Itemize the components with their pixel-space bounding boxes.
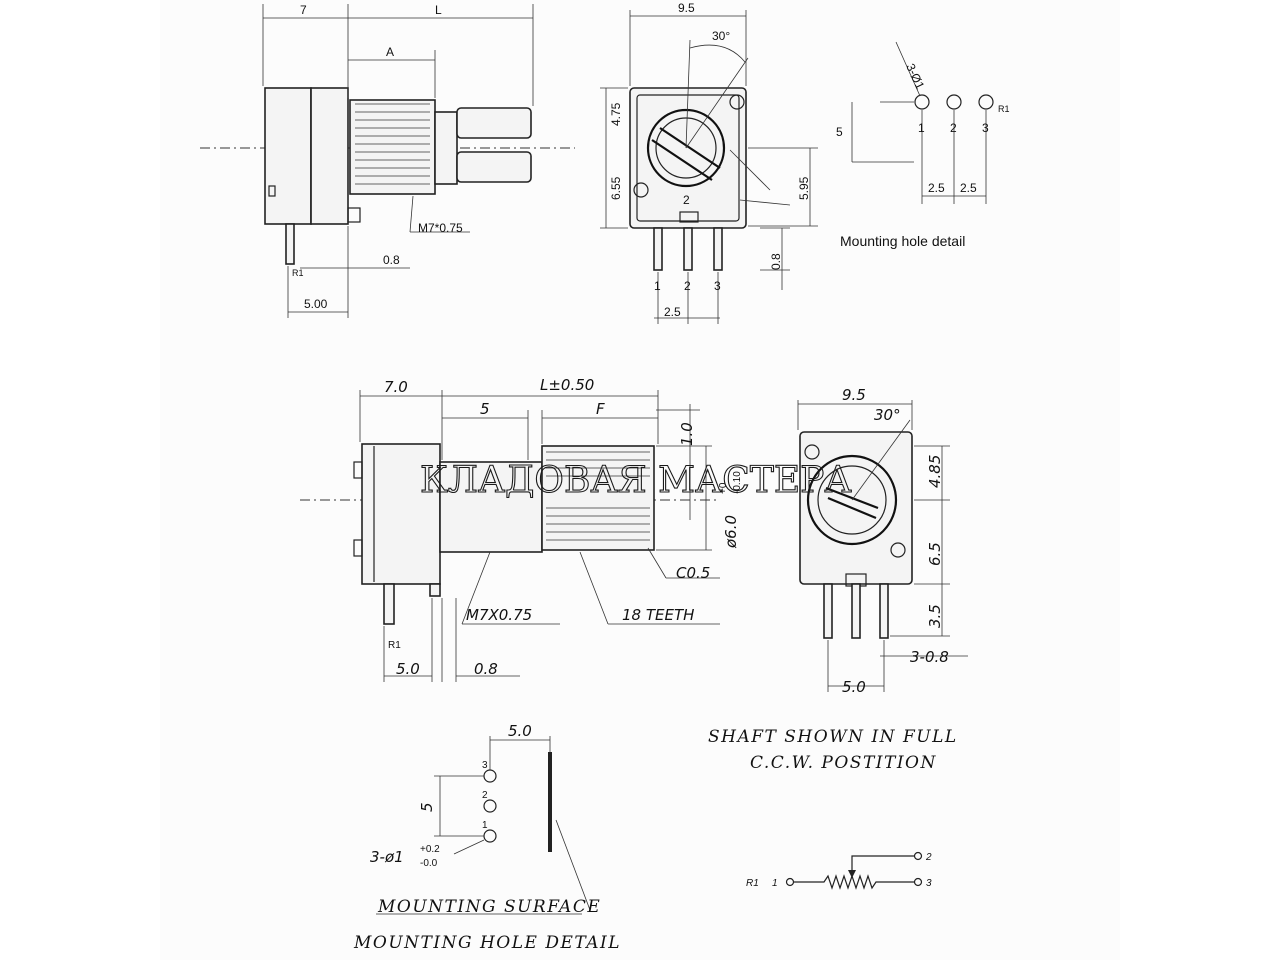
dim-08-label-2: 0.8 bbox=[769, 253, 783, 270]
dim-500-label: 5.00 bbox=[304, 297, 328, 311]
schematic-pin2: 2 bbox=[925, 852, 932, 863]
thread-label: M7*0.75 bbox=[418, 221, 463, 235]
dim-595-label: 5.95 bbox=[797, 176, 811, 200]
holes-tol-hi: +0.2 bbox=[420, 844, 440, 855]
top-side-view: 7 L A M7*0.75 R1 0.8 5.00 bbox=[200, 3, 575, 318]
pin-r1-label: R1 bbox=[292, 268, 304, 278]
bottom-mounting-hole-detail: 5.0 5 3 2 1 3-ø1 +0.2 -0.0 MOUNTING SURF… bbox=[353, 722, 621, 953]
hole-3-label-2: 3 bbox=[482, 760, 488, 771]
top-front-view: 9.5 30° 4.75 6.55 5.95 0.8 2 1 2 3 2.5 bbox=[600, 1, 818, 324]
dim-A-label: A bbox=[386, 45, 394, 59]
pin-2-top-label: 2 bbox=[683, 193, 690, 207]
dim-475-label: 4.75 bbox=[609, 102, 623, 126]
dia-tol-hi: +0 bbox=[718, 482, 729, 494]
schematic-r1: R1 bbox=[746, 878, 759, 889]
top-mounting-hole-detail: 3-Ø1 5 R1 1 2 3 2.5 2.5 Mounting hole de… bbox=[836, 41, 1010, 249]
dim-655-label: 6.55 bbox=[609, 176, 623, 200]
thread-label-2: M7X0.75 bbox=[466, 606, 532, 624]
note-shaft: SHAFT SHOWN IN FULL bbox=[708, 727, 958, 747]
dim-L-label: L bbox=[435, 3, 442, 17]
hole-1-label: 1 bbox=[918, 121, 925, 135]
dim-5-label-2: 5 bbox=[480, 400, 490, 418]
r1-label-2: R1 bbox=[388, 640, 401, 651]
holes-label-2: 3-ø1 bbox=[370, 848, 404, 866]
mounting-hole-caption: MOUNTING HOLE DETAIL bbox=[353, 933, 621, 953]
schematic-pin3: 3 bbox=[926, 878, 932, 889]
pin-3-label: 3 bbox=[714, 279, 721, 293]
mounting-surface-label: MOUNTING SURFACE bbox=[377, 897, 601, 917]
dim-7-label: 7 bbox=[300, 3, 307, 17]
pin-2-label: 2 bbox=[684, 279, 691, 293]
middle-front-view: 9.5 30° 4.85 6.5 3.5 3-0.8 5.0 bbox=[797, 386, 968, 696]
hole-2-label-2: 2 bbox=[482, 790, 488, 801]
dim-10-label: 1.0 bbox=[678, 422, 696, 446]
holes-tol-lo: -0.0 bbox=[420, 858, 438, 869]
teeth-label: 18 TEETH bbox=[622, 606, 694, 624]
dim-08-label: 0.8 bbox=[383, 253, 400, 267]
dim-L-label-2: L±0.50 bbox=[540, 376, 594, 394]
angle-30-label: 30° bbox=[712, 29, 730, 43]
hole-2-label: 2 bbox=[950, 121, 957, 135]
dim-25b-label: 2.5 bbox=[960, 181, 977, 195]
watermark: КЛАДОВАЯ МАСТЕРА bbox=[420, 460, 852, 501]
middle-side-view: 7.0 L±0.50 5 F 1.0 ø6.0 +0 -0.10 C0.5 M7… bbox=[300, 376, 743, 682]
note-ccw: C.C.W. POSTITION bbox=[750, 753, 937, 773]
dim-65-label: 6.5 bbox=[926, 542, 944, 566]
dim-5-label: 5 bbox=[836, 125, 843, 139]
dim-95-label: 9.5 bbox=[678, 1, 695, 15]
dim-25a-label: 2.5 bbox=[928, 181, 945, 195]
dia-label: ø6.0 bbox=[722, 515, 740, 549]
bottom-notes-schematic: SHAFT SHOWN IN FULL C.C.W. POSTITION R1 … bbox=[708, 727, 958, 890]
dim-F-label: F bbox=[596, 400, 605, 418]
schematic-pin1: 1 bbox=[772, 878, 778, 889]
dia-tol-lo: -0.10 bbox=[732, 471, 743, 494]
dim-70-label: 7.0 bbox=[384, 378, 408, 396]
dim-95-label-2: 9.5 bbox=[842, 386, 866, 404]
dim-5-label-3: 5 bbox=[418, 802, 436, 812]
hole-1-label-2: 1 bbox=[482, 820, 488, 831]
dim-485-label: 4.85 bbox=[926, 455, 944, 488]
dim-50-label-2: 5.0 bbox=[842, 678, 866, 696]
chamfer-label: C0.5 bbox=[676, 564, 710, 582]
pins-label: 3-0.8 bbox=[910, 648, 949, 666]
dim-08-label-3: 0.8 bbox=[474, 660, 498, 678]
mounting-caption: Mounting hole detail bbox=[840, 233, 965, 249]
dim-25-label: 2.5 bbox=[664, 305, 681, 319]
dim-35-label: 3.5 bbox=[926, 604, 944, 628]
dim-50-label-3: 5.0 bbox=[508, 722, 532, 740]
potentiometer-drawing: 7 L A M7*0.75 R1 0.8 5.00 bbox=[200, 1, 1010, 953]
holes-label: 3-Ø1 bbox=[903, 61, 927, 91]
pin-1-label: 1 bbox=[654, 279, 661, 293]
angle-30-label-2: 30° bbox=[874, 406, 901, 424]
drawing-sheet: 7 L A M7*0.75 R1 0.8 5.00 bbox=[160, 0, 1120, 960]
r1-label: R1 bbox=[998, 104, 1010, 114]
hole-3-label: 3 bbox=[982, 121, 989, 135]
dim-50-label: 5.0 bbox=[396, 660, 420, 678]
